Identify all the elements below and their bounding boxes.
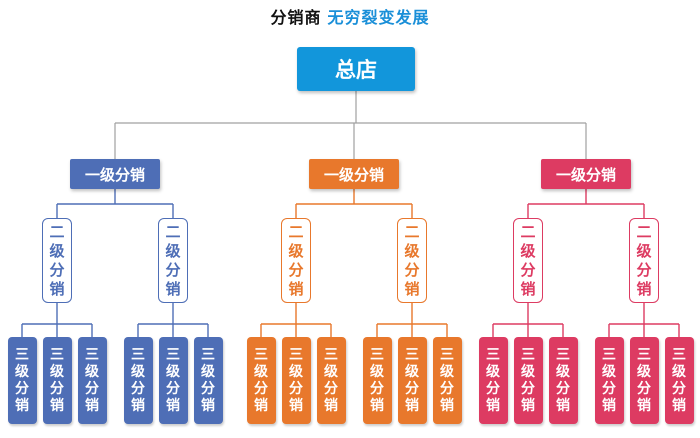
level1-node: 一级分销 — [309, 159, 399, 189]
level3-node: 三级分销 — [316, 337, 346, 424]
level2-node: 二级分销 — [629, 218, 659, 303]
level3-node: 三级分销 — [397, 337, 427, 424]
level3-node: 三级分销 — [281, 337, 311, 424]
root-node: 总店 — [297, 47, 415, 91]
level1-node: 一级分销 — [70, 159, 160, 189]
level2-node: 二级分销 — [42, 218, 72, 303]
level3-node: 三级分销 — [42, 337, 72, 424]
level2-node: 二级分销 — [281, 218, 311, 303]
level3-node: 三级分销 — [7, 337, 37, 424]
level3-node: 三级分销 — [432, 337, 462, 424]
level3-node: 三级分销 — [513, 337, 543, 424]
level3-node: 三级分销 — [548, 337, 578, 424]
level3-node: 三级分销 — [664, 337, 694, 424]
level3-node: 三级分销 — [362, 337, 392, 424]
level3-node: 三级分销 — [77, 337, 107, 424]
level2-node: 二级分销 — [158, 218, 188, 303]
level3-node: 三级分销 — [246, 337, 276, 424]
level2-node: 二级分销 — [397, 218, 427, 303]
level3-node: 三级分销 — [123, 337, 153, 424]
level3-node: 三级分销 — [594, 337, 624, 424]
level3-node: 三级分销 — [629, 337, 659, 424]
title-part-1: 分销商 — [270, 8, 322, 27]
level1-node: 一级分销 — [541, 159, 631, 189]
level3-node: 三级分销 — [158, 337, 188, 424]
level3-node: 三级分销 — [193, 337, 223, 424]
title-part-2: 无穷裂变发展 — [327, 8, 430, 27]
level3-node: 三级分销 — [478, 337, 508, 424]
diagram-title: 分销商无穷裂变发展 — [0, 4, 700, 28]
level2-node: 二级分销 — [513, 218, 543, 303]
